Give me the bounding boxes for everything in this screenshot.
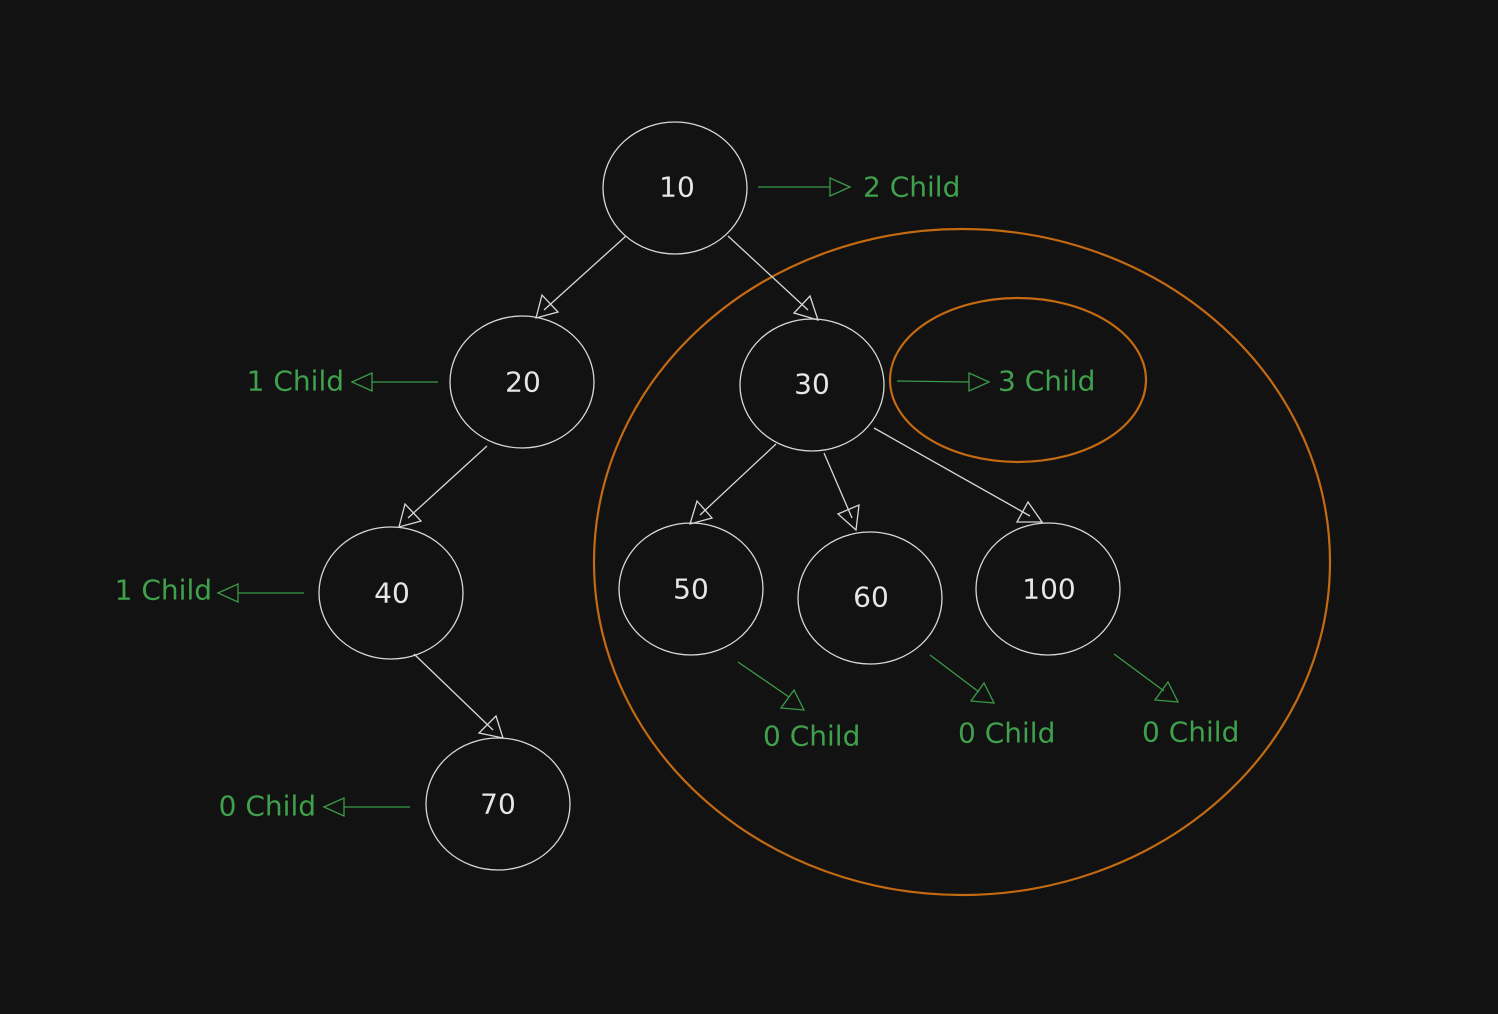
arrow-30-annotation	[896, 371, 991, 393]
arrow-50-annotation	[737, 661, 806, 711]
subtree-highlight-ellipse	[592, 227, 1332, 897]
edge-30-100	[873, 427, 1044, 523]
tree-nodes: 10 20 30 40 70 50 60 100	[318, 121, 1121, 871]
edge-10-20	[535, 235, 627, 319]
tree-edges	[398, 235, 1044, 739]
node-10: 10	[602, 121, 748, 255]
arrow-70-annotation	[322, 796, 410, 818]
edge-40-70	[413, 653, 504, 739]
child-count-highlight-ellipse	[888, 296, 1148, 464]
child-count-labels: 2 Child 1 Child 3 Child 1 Child 0 Child …	[115, 171, 1240, 823]
node-40: 40	[318, 526, 464, 660]
edge-30-60	[823, 452, 860, 532]
arrow-100-annotation	[1113, 653, 1180, 703]
arrow-10-annotation	[758, 176, 852, 198]
arrow-40-annotation	[216, 582, 304, 604]
node-60: 60	[797, 531, 943, 665]
node-60-label: 60	[853, 581, 889, 614]
node-20-label: 20	[505, 366, 541, 399]
node-100: 100	[975, 522, 1121, 656]
child-count-arrows	[216, 176, 1180, 818]
node-40-label: 40	[374, 577, 410, 610]
node-30-label: 30	[794, 368, 830, 401]
edge-10-30	[727, 235, 820, 321]
node-70-label: 70	[480, 788, 516, 821]
child-count-label-10: 2 Child	[863, 171, 960, 204]
edge-30-50	[689, 443, 777, 525]
child-count-label-40: 1 Child	[115, 574, 212, 607]
arrow-20-annotation	[350, 371, 438, 393]
arrow-60-annotation	[929, 654, 996, 704]
node-70: 70	[425, 737, 571, 871]
child-count-label-30: 3 Child	[998, 365, 1095, 398]
child-count-label-60: 0 Child	[958, 717, 1055, 750]
child-count-label-100: 0 Child	[1142, 716, 1239, 749]
child-count-label-20: 1 Child	[247, 365, 344, 398]
node-100-label: 100	[1022, 573, 1075, 606]
node-30: 30	[739, 318, 885, 452]
child-count-label-70: 0 Child	[219, 790, 316, 823]
edge-20-40	[398, 445, 488, 528]
node-20: 20	[449, 315, 595, 449]
node-50-label: 50	[673, 573, 709, 606]
child-count-label-50: 0 Child	[763, 720, 860, 753]
node-50: 50	[618, 522, 764, 656]
node-10-label: 10	[659, 171, 695, 204]
